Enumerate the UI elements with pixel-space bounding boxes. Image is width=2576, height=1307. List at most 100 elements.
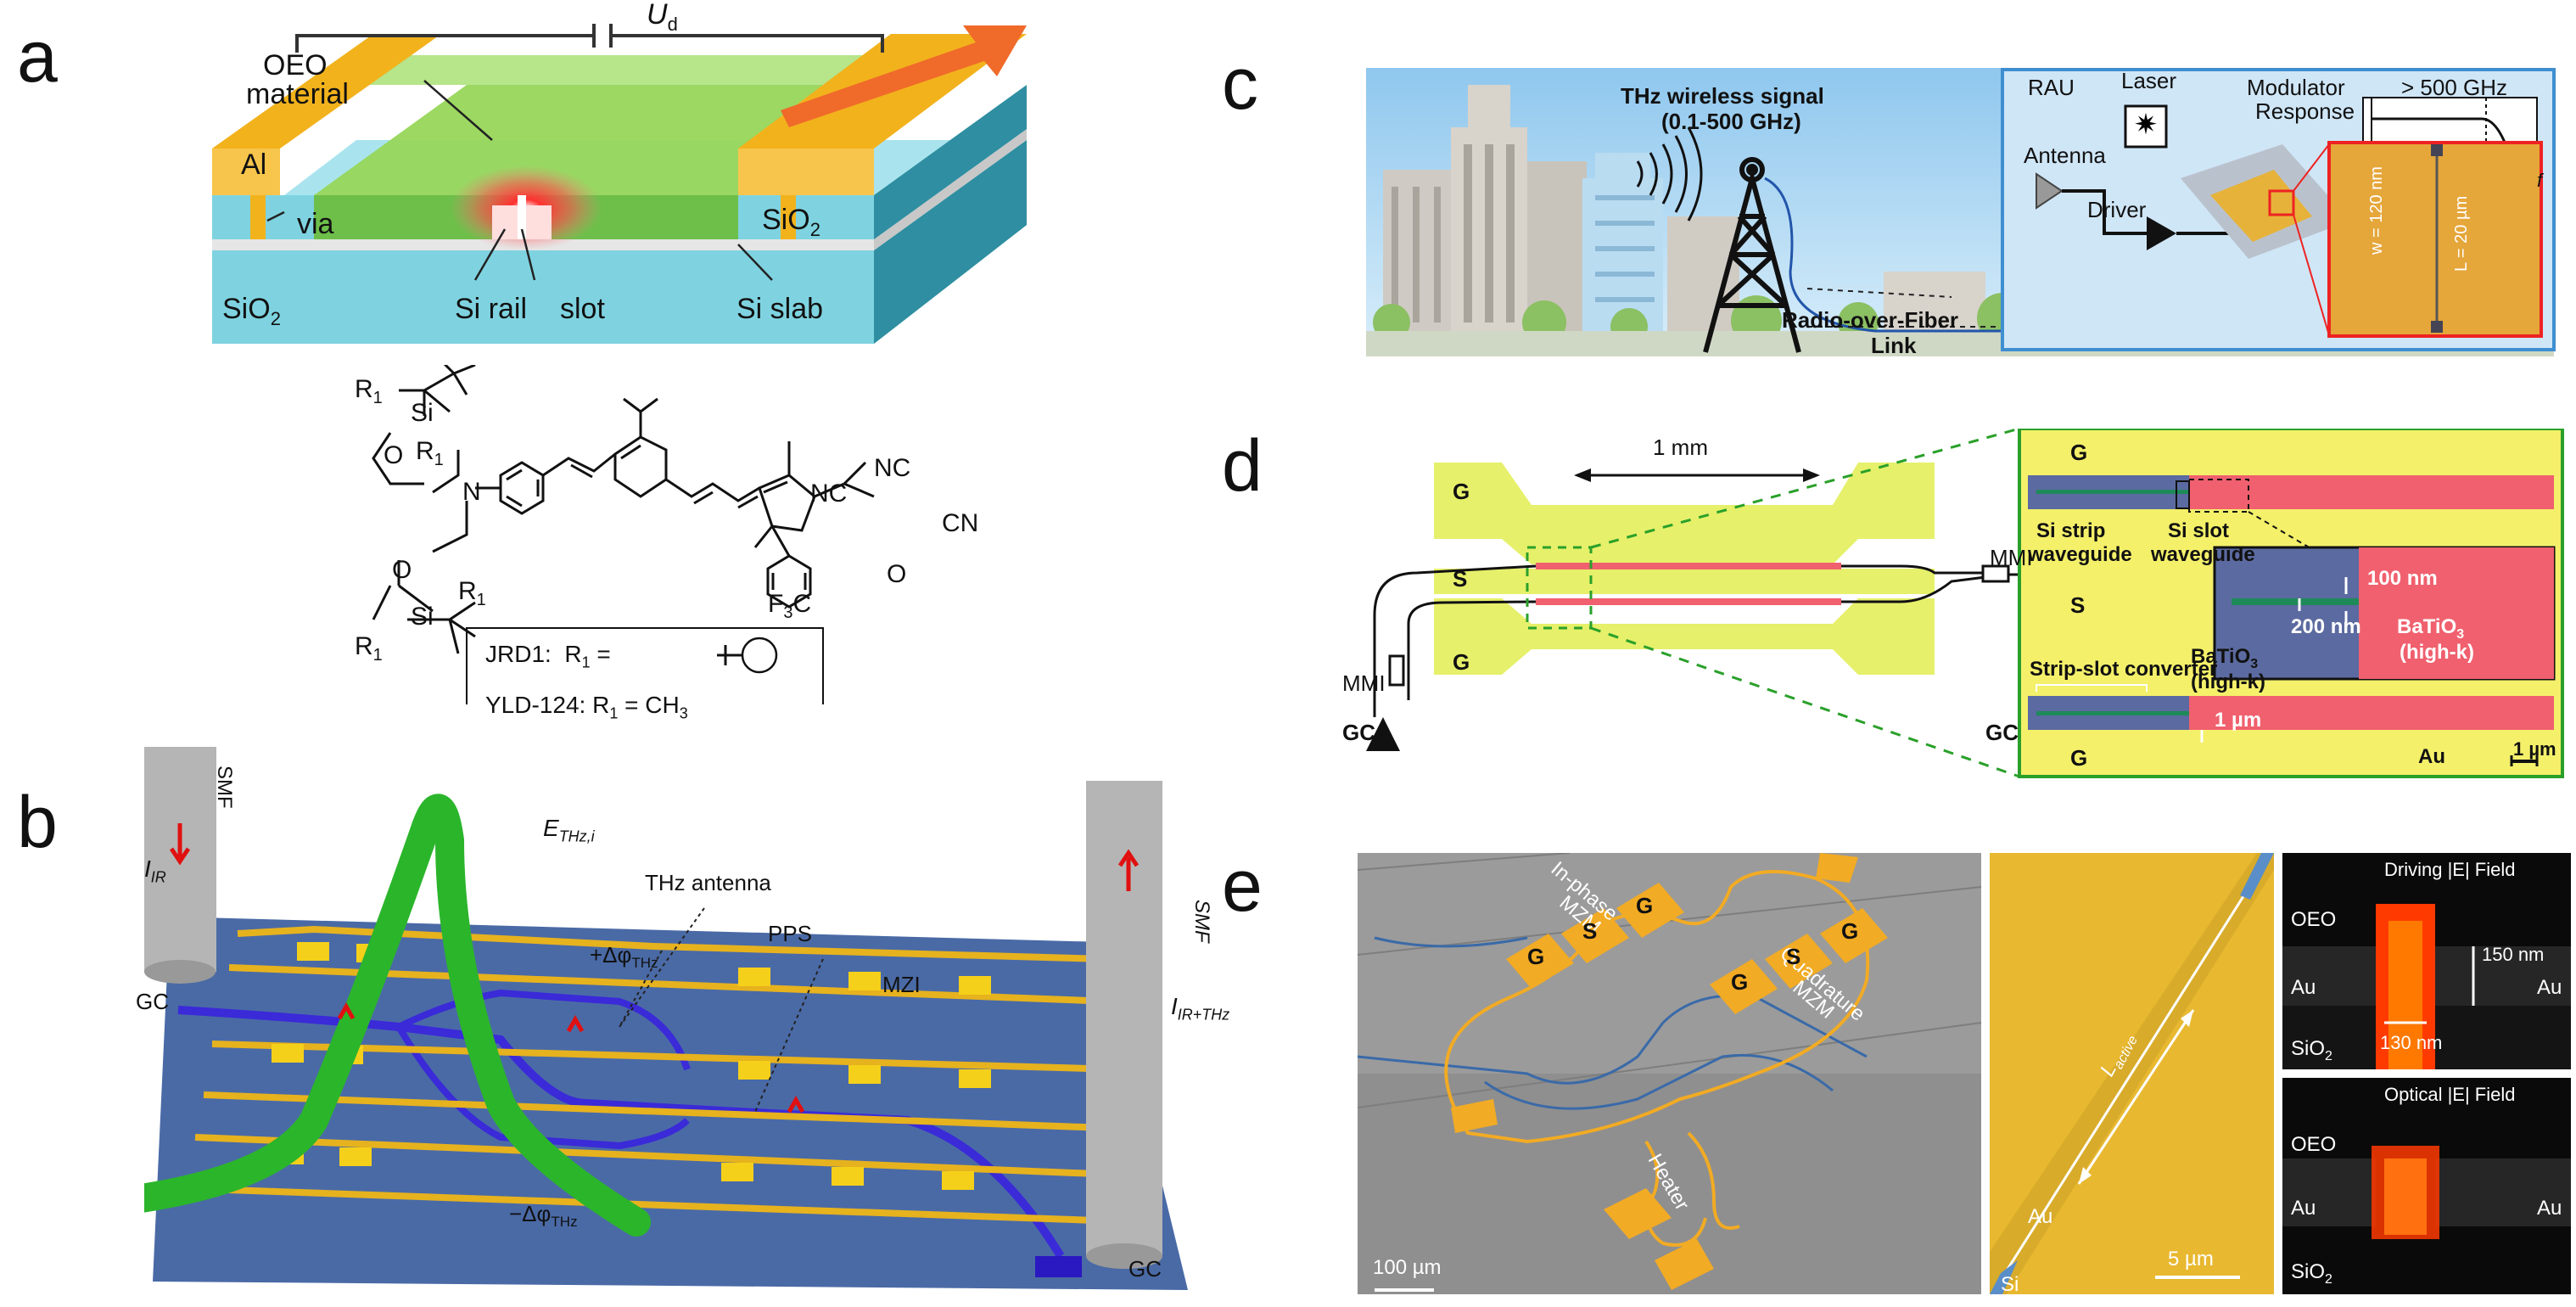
mol-cn: CN xyxy=(942,509,979,537)
antenna-tower xyxy=(1703,157,1801,353)
pad-label-2: S xyxy=(1582,918,1598,944)
pad-label-3: G xyxy=(1636,893,1654,918)
label-g-top: G xyxy=(1453,479,1470,504)
slot-zoom-inset xyxy=(2327,141,2543,338)
label-pps: PPS xyxy=(768,921,813,946)
si-rail-right xyxy=(526,205,552,239)
label-scale-d: 1 µm xyxy=(2513,738,2556,760)
antenna-symbol xyxy=(2036,172,2064,210)
label-dim-1um: 1 µm xyxy=(2215,709,2262,732)
svg-text:✷: ✷ xyxy=(2134,109,2159,141)
mmi-right-box xyxy=(1981,564,2010,583)
label-s-mid: S xyxy=(1453,566,1468,592)
mol-f3c: F3C xyxy=(768,590,812,622)
pad-label-5: S xyxy=(1786,944,1801,969)
mol-n: N xyxy=(462,478,481,506)
mol-r1-top-left: R1 xyxy=(355,375,383,407)
smf-right-fiber xyxy=(1086,781,1162,1256)
label-rof-1: Radio-over-Fiber xyxy=(1782,307,1959,333)
label-smf-left: SMF xyxy=(213,766,236,809)
driver-amplifier xyxy=(2147,216,2176,250)
label-optical-field: Optical |E| Field xyxy=(2384,1084,2516,1105)
label-high-k-inset: (high-k) xyxy=(2400,641,2474,664)
mol-si-top: Si xyxy=(411,399,434,427)
label-slot: slot xyxy=(560,293,605,325)
label-high-k: (high-k) xyxy=(2191,670,2265,693)
panel-label-b: b xyxy=(17,782,58,863)
thz-wave xyxy=(144,794,651,1237)
label-width: w = 120 nm xyxy=(2367,166,2386,255)
label-au2-left: Au xyxy=(2291,1197,2316,1220)
label-modulator-2: Response xyxy=(2255,98,2355,124)
label-au1-left: Au xyxy=(2291,976,2316,999)
si-rail-left xyxy=(492,205,518,239)
via-left xyxy=(250,195,266,239)
chip-overview xyxy=(1434,463,1935,675)
label-oeo-material-1: OEO xyxy=(263,49,328,81)
label-via: via xyxy=(297,208,334,240)
label-dim-200: 200 nm xyxy=(2291,615,2361,638)
gc-left-symbol xyxy=(1366,717,1400,751)
label-sio2-e1: SiO2 xyxy=(2291,1037,2332,1063)
mol-nc-1: NC xyxy=(810,480,848,508)
label-mzi: MZI xyxy=(882,972,921,997)
label-dim-150: 150 nm xyxy=(2482,944,2545,965)
via-right xyxy=(781,195,796,239)
panel-e-sem xyxy=(1358,853,2571,1294)
mol-r1-bottom-left: R1 xyxy=(355,632,383,665)
panel-b-chip-diagram xyxy=(144,747,1188,1290)
label-driver: Driver xyxy=(2087,197,2147,222)
molecule-structure xyxy=(372,365,875,704)
mol-o-bottom: O xyxy=(392,556,412,584)
gc-right-grating xyxy=(1035,1256,1082,1277)
propagation-arrow xyxy=(781,25,1027,127)
label-1mm: 1 mm xyxy=(1653,435,1708,460)
pad-label-1: G xyxy=(1527,944,1545,969)
legend-yld124: YLD-124: R1 = CH3 xyxy=(485,692,688,722)
label-gc-right: GC xyxy=(1128,1256,1162,1282)
label-i-ir-thz: IIR+THz xyxy=(1171,993,1230,1024)
label-rau: RAU xyxy=(2028,75,2075,100)
label-si-e: Si xyxy=(2001,1273,2019,1296)
label-batio3: BaTiO3 xyxy=(2191,645,2259,671)
label-thz-signal-2: (0.1-500 GHz) xyxy=(1661,109,1801,134)
zoom-region-box xyxy=(1526,546,1593,630)
mol-r1-bottom-right: R1 xyxy=(458,577,486,609)
label-ud: Ud xyxy=(647,0,678,35)
label-gc-left-d: GC xyxy=(1342,720,1375,745)
laser-box xyxy=(2124,104,2168,149)
building-windows xyxy=(1392,144,1655,323)
label-sio2-e2: SiO2 xyxy=(2291,1260,2332,1287)
panel-label-c: c xyxy=(1222,43,1258,125)
pad-label-4: G xyxy=(1731,969,1749,995)
al-electrode-left xyxy=(212,34,441,149)
label-thz-antenna: THz antenna xyxy=(645,870,771,895)
mol-o-top: O xyxy=(384,441,404,469)
label-minus-phi: −ΔφTHz xyxy=(509,1201,578,1231)
upper-sio2-right xyxy=(738,195,874,239)
label-sio2-bottom: SiO2 xyxy=(222,293,281,329)
label-g-bottom: G xyxy=(1453,649,1470,675)
label-laser: Laser xyxy=(2121,68,2177,93)
wireless-arcs xyxy=(1636,126,1703,222)
label-si-strip-1: Si strip xyxy=(2036,519,2106,542)
label-scale-mid-e: 5 µm xyxy=(2168,1248,2214,1271)
label-length: L = 20 µm xyxy=(2452,195,2471,272)
electrode-rails xyxy=(177,925,1146,1226)
label-au-d: Au xyxy=(2418,745,2445,768)
label-si-slot-2: waveguide xyxy=(2151,543,2255,566)
pad-label-6: G xyxy=(1841,918,1859,944)
label-gc-left: GC xyxy=(136,989,169,1014)
label-au2-right: Au xyxy=(2537,1197,2562,1220)
label-gc-right-d: GC xyxy=(1985,720,2019,745)
label-plus-phi: +ΔφTHz xyxy=(590,942,658,972)
mol-si-bottom: Si xyxy=(411,603,434,631)
label-zoom-g-top: G xyxy=(2070,440,2088,465)
label-dim-100: 100 nm xyxy=(2367,567,2438,590)
mol-nc-2: NC xyxy=(874,454,911,482)
label-mmi-right: MMI xyxy=(1990,545,2033,570)
label-thz-signal-1: THz wireless signal xyxy=(1621,83,1824,109)
panel-label-d: d xyxy=(1222,425,1263,507)
label-modulator-1: Modulator xyxy=(2247,75,2345,100)
label-oeo-1: OEO xyxy=(2291,908,2337,931)
